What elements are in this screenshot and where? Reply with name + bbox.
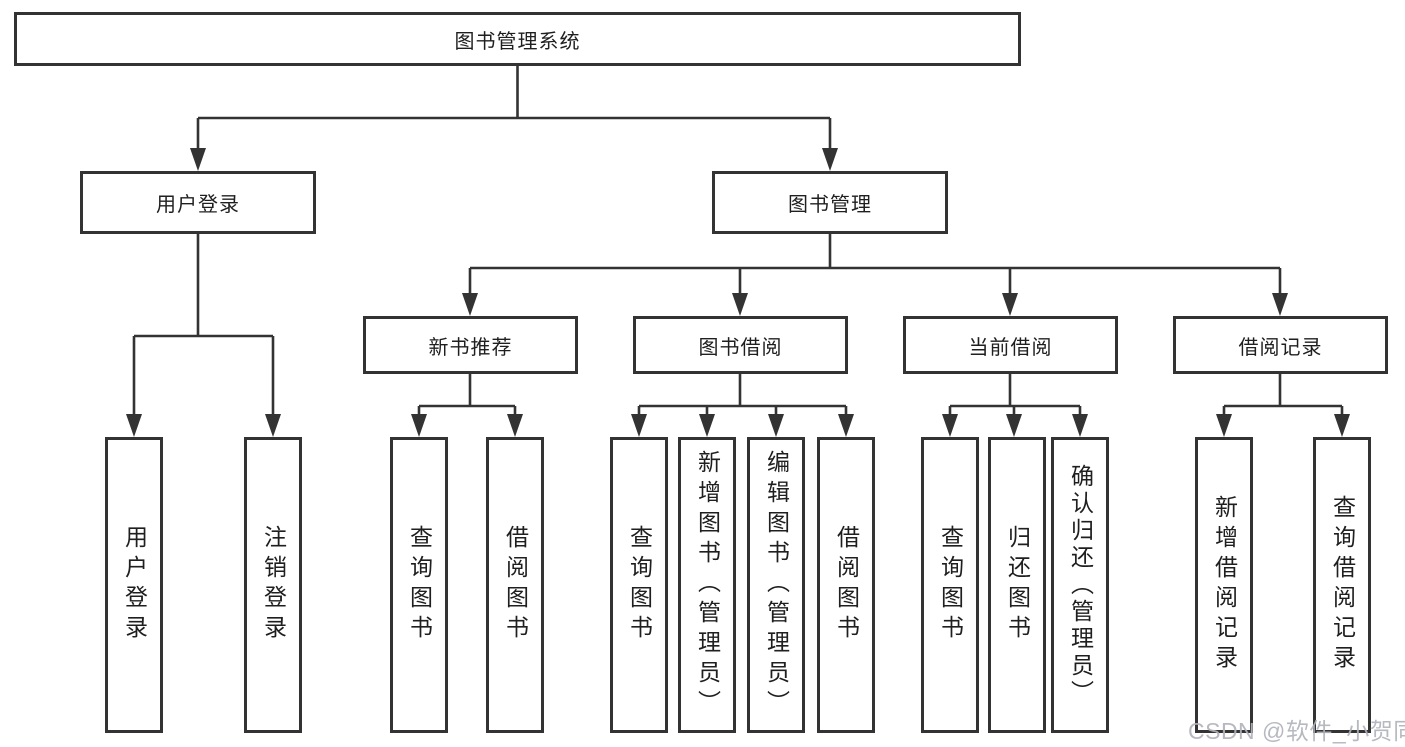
leaf-return-book: 归还图书: [988, 437, 1046, 733]
node-book-borrow: 图书借阅: [633, 316, 848, 374]
leaf-add-book-admin: 新增图书（管理员）: [678, 437, 736, 733]
node-library-management-system: 图书管理系统: [14, 12, 1021, 66]
leaf-query-borrow-record-label: 查询借阅记录: [1329, 495, 1356, 675]
leaf-borrow-books-label: 借阅图书: [833, 525, 860, 645]
leaf-borrow-books-recommend: 借阅图书: [486, 437, 544, 733]
leaf-query-books-borrow-label: 查询图书: [626, 525, 653, 645]
leaf-query-books-current-label: 查询图书: [937, 525, 964, 645]
leaf-confirm-return-admin: 确认归还（管理员）: [1051, 437, 1109, 733]
leaf-borrow-books-recommend-label: 借阅图书: [502, 525, 529, 645]
leaf-return-book-label: 归还图书: [1004, 525, 1031, 645]
leaf-user-login-label: 用户登录: [121, 525, 148, 645]
node-borrow-records: 借阅记录: [1173, 316, 1388, 374]
leaf-query-books-borrow: 查询图书: [610, 437, 668, 733]
leaf-query-borrow-record: 查询借阅记录: [1313, 437, 1371, 733]
leaf-user-login: 用户登录: [105, 437, 163, 733]
leaf-add-borrow-record-label: 新增借阅记录: [1211, 495, 1238, 675]
leaf-add-book-admin-label: 新增图书（管理员）: [694, 450, 721, 720]
leaf-logout: 注销登录: [244, 437, 302, 733]
leaf-edit-book-admin-label: 编辑图书（管理员）: [763, 450, 790, 720]
node-current-borrow: 当前借阅: [903, 316, 1118, 374]
leaf-query-books-recommend-label: 查询图书: [406, 525, 433, 645]
leaf-logout-label: 注销登录: [260, 525, 287, 645]
leaf-borrow-books: 借阅图书: [817, 437, 875, 733]
watermark: CSDN @软件_小贺同学: [1188, 718, 1405, 744]
leaf-edit-book-admin: 编辑图书（管理员）: [747, 437, 805, 733]
leaf-query-books-current: 查询图书: [921, 437, 979, 733]
leaf-add-borrow-record: 新增借阅记录: [1195, 437, 1253, 733]
node-user-login: 用户登录: [80, 171, 316, 234]
node-new-book-recommend: 新书推荐: [363, 316, 578, 374]
node-book-management: 图书管理: [712, 171, 948, 234]
leaf-query-books-recommend: 查询图书: [390, 437, 448, 733]
leaf-confirm-return-admin-label: 确认归还（管理员）: [1067, 463, 1094, 707]
